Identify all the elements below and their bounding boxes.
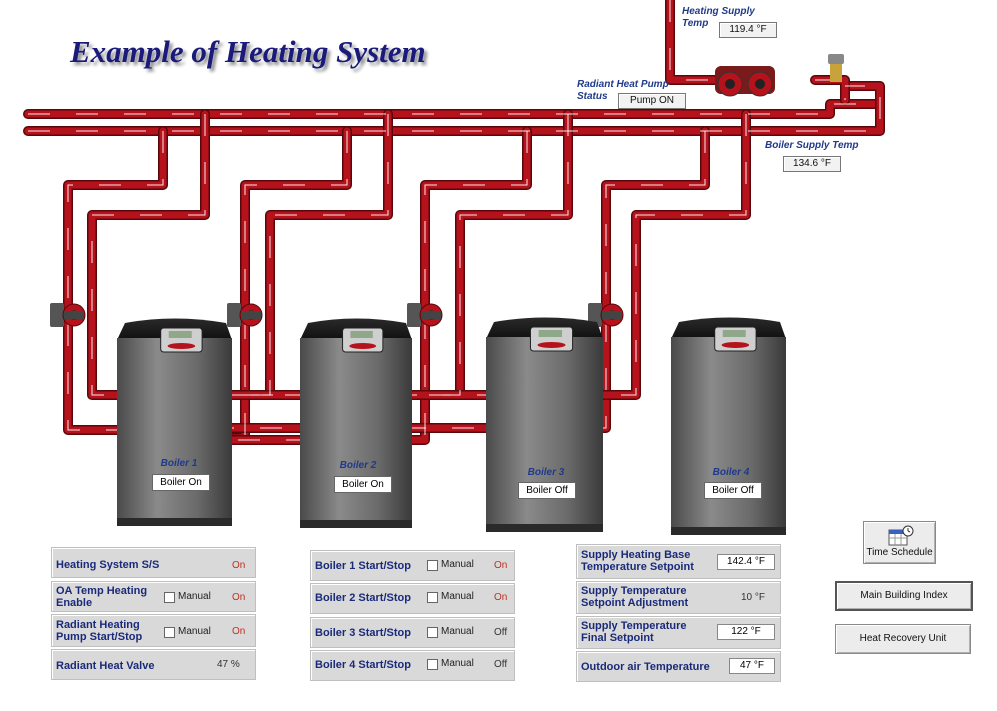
outdoor-air-temp-row: Outdoor air Temperature 47 °F [576,651,781,682]
row-value[interactable]: Off [494,659,508,670]
pumps [50,54,844,327]
heating-supply-temp-value: 119.4 °F [719,22,777,38]
time-schedule-label: Time Schedule [866,547,933,558]
flow-arrows [91,114,206,396]
pipe-flow-lines [28,0,881,441]
row-label: Heating System S/S [56,559,160,571]
manual-label: Manual [441,658,474,669]
circulator-pump-icon [227,303,263,327]
supply-base-setpoint-row: Supply Heating Base Temperature Setpoint… [576,544,781,579]
boiler-3-startstop-row: Boiler 3 Start/Stop Manual Off [310,617,515,648]
boiler-3-label: Boiler 3 [527,467,565,478]
boiler-supply-temp-value: 134.6 °F [783,156,841,172]
time-schedule-button[interactable]: Time Schedule [863,521,936,564]
flow-arrows [125,131,706,429]
supply-setpoint-adjustment-row: Supply Temperature Setpoint Adjustment 1… [576,581,781,614]
row-value[interactable]: 122 °F [717,624,775,640]
boiler-4-label: Boiler 4 [712,467,750,478]
row-value[interactable]: 142.4 °F [717,554,775,570]
boiler-1-label: Boiler 1 [160,458,198,469]
valve-icon [828,54,844,82]
row-value[interactable]: On [232,592,246,603]
main-building-index-button[interactable]: Main Building Index [835,581,973,611]
manual-label: Manual [441,591,474,602]
row-label: Supply Heating Base Temperature Setpoint [581,549,694,573]
row-label: Outdoor air Temperature [581,661,710,673]
flow-arrows [815,79,846,100]
circulator-pump-icon [50,303,86,327]
radiant-heating-pump-row: Radiant Heating Pump Start/Stop Manual O… [51,614,256,647]
flow-arrows [669,0,720,81]
page-title: Example of Heating System [70,34,426,69]
flow-arrows [28,103,880,115]
manual-label: Manual [178,591,211,602]
row-label: Boiler 1 Start/Stop [315,560,411,572]
row-label: Radiant Heating Pump Start/Stop [56,619,143,643]
manual-checkbox[interactable] [164,627,175,638]
boiler-4-unit [671,317,786,535]
boiler-1-unit [117,318,232,526]
supply-final-setpoint-row: Supply Temperature Final Setpoint 122 °F [576,616,781,649]
boiler-2-unit [300,318,412,528]
manual-label: Manual [441,626,474,637]
main-circulator-pump-icon [715,66,775,97]
manual-checkbox[interactable] [164,592,175,603]
boiler-units [117,317,786,535]
row-label: OA Temp Heating Enable [56,585,148,609]
row-label: Radiant Heat Valve [56,660,155,672]
radiant-pump-status-value: Pump ON [618,93,686,109]
row-label: Supply Temperature Setpoint Adjustment [581,585,689,609]
boiler-4-status[interactable]: Boiler Off [704,482,762,499]
row-label: Boiler 4 Start/Stop [315,659,411,671]
row-value[interactable]: On [494,560,508,571]
boiler-2-startstop-row: Boiler 2 Start/Stop Manual On [310,583,515,614]
circulator-pump-icon [588,303,624,327]
row-label: Boiler 3 Start/Stop [315,627,411,639]
row-label: Supply Temperature Final Setpoint [581,620,687,644]
manual-label: Manual [441,559,474,570]
boiler-3-unit [486,317,603,532]
circulator-pump-icon [407,303,443,327]
heating-supply-temp-label: Heating Supply Temp [682,6,755,29]
row-value[interactable]: 47 % [217,659,240,670]
boiler-4-startstop-row: Boiler 4 Start/Stop Manual Off [310,650,515,681]
manual-checkbox[interactable] [427,659,438,670]
heat-recovery-unit-button[interactable]: Heat Recovery Unit [835,624,971,654]
boiler-1-startstop-row: Boiler 1 Start/Stop Manual On [310,550,515,581]
manual-checkbox[interactable] [427,627,438,638]
radiant-pump-status-label: Radiant Heat Pump Status [577,79,669,102]
manual-label: Manual [178,626,211,637]
calendar-clock-icon [888,525,913,546]
flow-arrows [67,131,164,431]
row-label: Boiler 2 Start/Stop [315,592,411,604]
flow-arrows [125,114,747,396]
manual-checkbox[interactable] [427,560,438,571]
row-value[interactable]: Off [494,627,508,638]
oa-temp-heating-enable-row: OA Temp Heating Enable Manual On [51,581,256,612]
radiant-heat-valve-row: Radiant Heat Valve 47 % [51,649,256,680]
row-value[interactable]: On [494,592,508,603]
boiler-3-status[interactable]: Boiler Off [518,482,576,499]
boiler-2-status[interactable]: Boiler On [334,476,392,493]
row-value[interactable]: 47 °F [729,658,775,674]
boiler-2-label: Boiler 2 [339,460,377,471]
row-value[interactable]: 10 °F [741,592,766,603]
row-value[interactable]: On [232,626,246,637]
boiler-supply-temp-label: Boiler Supply Temp [765,140,859,151]
manual-checkbox[interactable] [427,592,438,603]
heating-system-ss-row: Heating System S/S On [51,547,256,578]
flow-arrows [125,131,528,441]
flow-arrows [28,85,881,132]
row-value[interactable]: On [232,560,246,571]
boiler-1-status[interactable]: Boiler On [152,474,210,491]
